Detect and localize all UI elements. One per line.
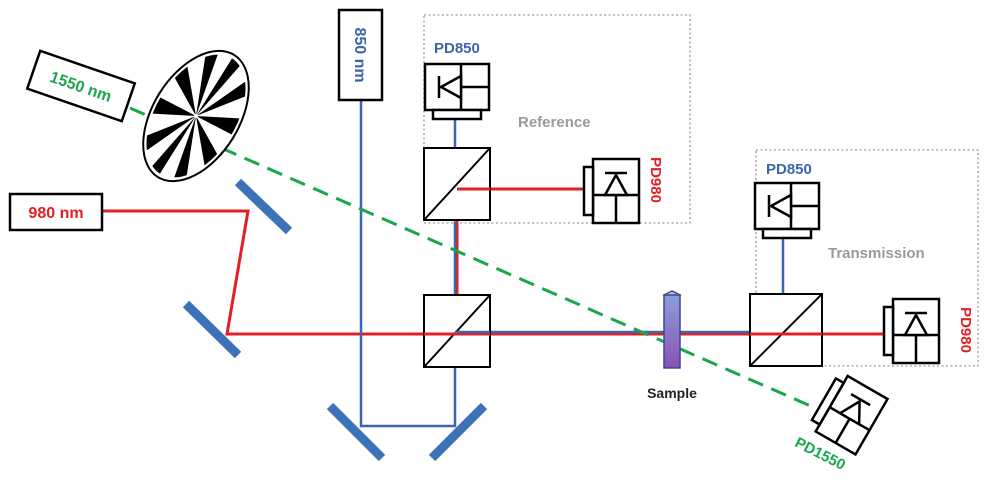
- beam-splitter-reference: [423, 147, 491, 221]
- chopper-blade: [196, 116, 218, 166]
- trans-pd980-photodiode-icon: [882, 297, 941, 365]
- chopper-blade: [196, 81, 246, 116]
- pd1550-photodiode-icon: [810, 374, 890, 457]
- reference-region: [423, 14, 691, 224]
- beam-850-path: [359, 100, 783, 428]
- sample-label: Sample: [647, 385, 697, 401]
- trans-pd850-photodiode-icon: [753, 181, 821, 240]
- chopper-blade: [196, 58, 240, 116]
- chopper-blade: [152, 97, 196, 116]
- laser-980-source: 980 nm: [8, 192, 104, 232]
- laser-980-label: 980 nm: [28, 205, 83, 222]
- trans-pd980-label: PD980: [957, 307, 974, 353]
- mirror-850-left: [326, 402, 386, 462]
- ref-pd980-photodiode-icon: [582, 157, 641, 225]
- trans-pd850-label: PD850: [766, 161, 812, 178]
- beam-1550-path: [129, 106, 839, 420]
- mirror-980-upper: [234, 178, 293, 235]
- chopper-blade: [174, 116, 196, 178]
- laser-1550-source: 1550 nm: [25, 49, 137, 123]
- laser-850-label: 850 nm: [351, 27, 368, 82]
- chopper-blade: [146, 116, 196, 151]
- transmission-region: [755, 149, 979, 367]
- ref-pd850-photodiode-icon: [423, 62, 491, 121]
- ref-pd980-label: PD980: [647, 157, 664, 203]
- sample: [662, 290, 682, 369]
- optical-chopper-icon: [142, 49, 250, 183]
- chopper-blade: [152, 116, 196, 174]
- beam-980-path: [101, 209, 888, 336]
- mirror-980-lower: [182, 300, 242, 359]
- chopper-blade: [196, 116, 240, 135]
- beam-splitter-transmission: [749, 293, 823, 367]
- chopper-hub: [194, 114, 198, 118]
- laser-850-source: 850 nm: [337, 8, 384, 102]
- transmission-region-label: Transmission: [828, 245, 925, 262]
- ref-pd850-label: PD850: [434, 40, 480, 57]
- mirror-850-right: [428, 402, 488, 462]
- chopper-blade: [174, 66, 196, 116]
- reference-region-label: Reference: [518, 114, 591, 131]
